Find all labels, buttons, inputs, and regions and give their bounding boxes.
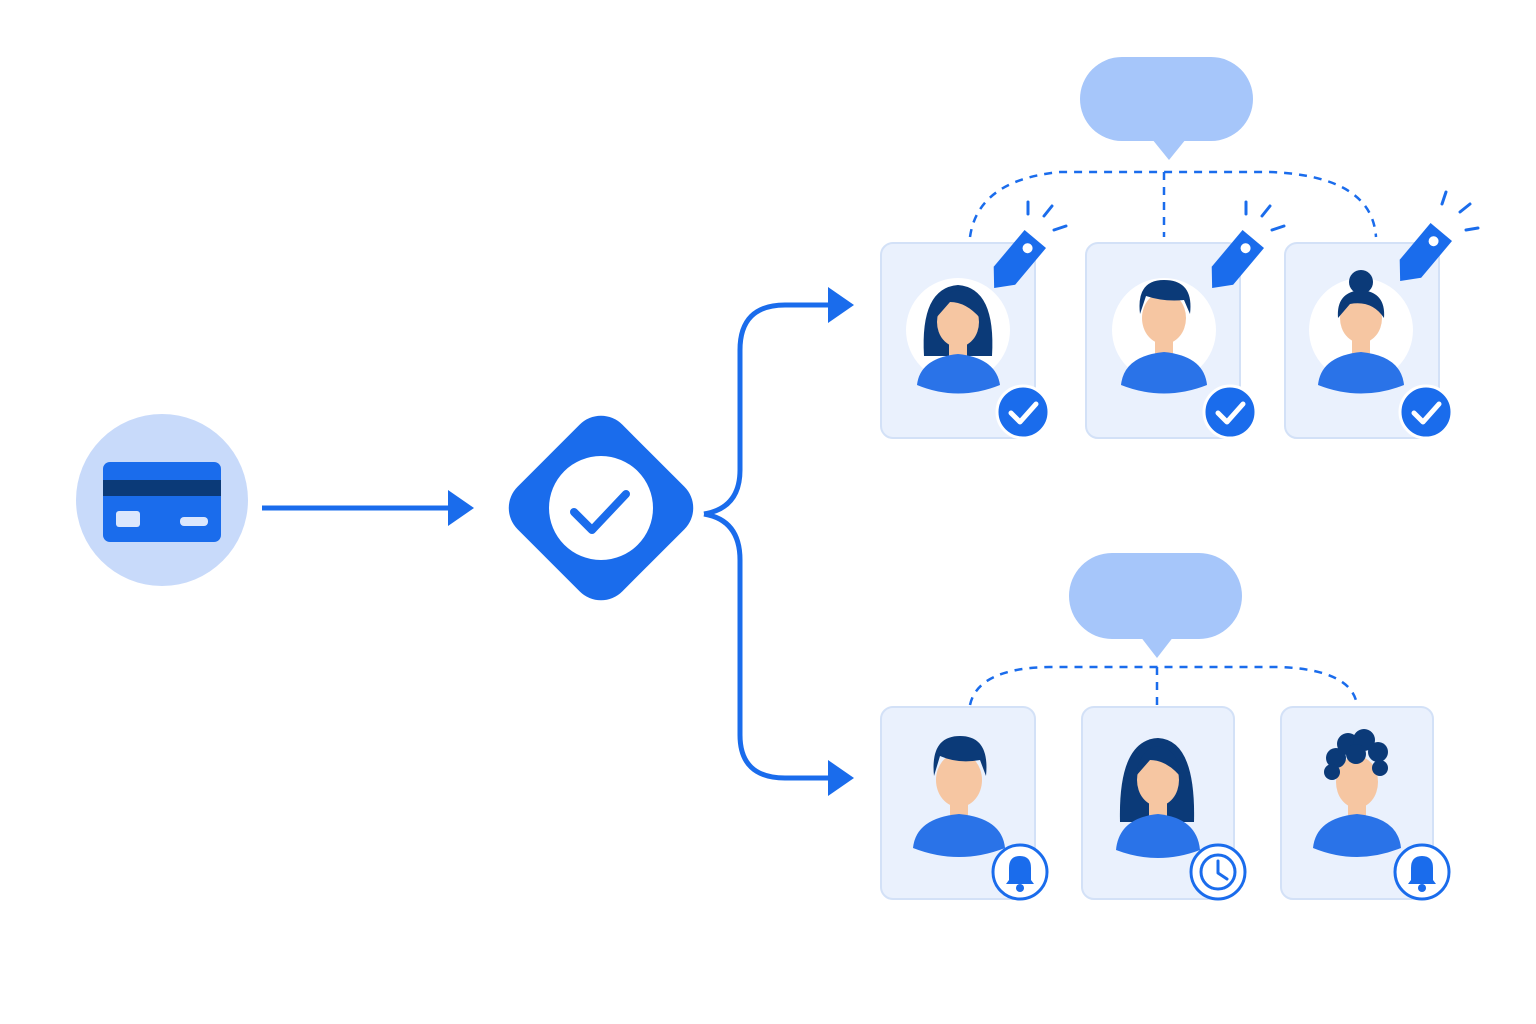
member-card [1081, 706, 1247, 901]
bell-badge [1393, 843, 1451, 901]
avatar [1112, 278, 1216, 394]
approval-decision-node [508, 415, 694, 601]
check-badge [1398, 384, 1454, 440]
bell-icon [1408, 856, 1436, 892]
member-card [880, 706, 1049, 901]
approved-group [880, 57, 1480, 440]
credit-card-node [76, 414, 248, 586]
dashed-connector [968, 170, 1378, 238]
check-icon [1008, 401, 1039, 425]
check-badge [995, 384, 1051, 440]
pending-group [880, 553, 1451, 901]
price-tag-icon [993, 200, 1068, 289]
bell-badge [991, 843, 1049, 901]
avatar [1116, 738, 1200, 858]
price-tag-icon [1211, 200, 1286, 289]
clock-badge [1189, 843, 1247, 901]
clock-icon [1199, 853, 1237, 891]
member-card [880, 200, 1068, 440]
check-badge [1202, 384, 1258, 440]
member-card [1280, 706, 1451, 901]
branch-to-approved [703, 287, 854, 517]
avatar [1313, 729, 1401, 857]
credit-card-icon [103, 462, 221, 542]
avatar [1309, 270, 1413, 394]
speech-bubble [1069, 553, 1242, 658]
check-icon [570, 490, 630, 534]
avatar [913, 736, 1005, 857]
dashed-connector [968, 665, 1359, 706]
arrow-to-decision [262, 490, 474, 526]
avatar [906, 278, 1010, 394]
member-card [1284, 190, 1480, 440]
bell-icon [1006, 856, 1034, 892]
check-icon [1215, 401, 1246, 425]
price-tag-icon [1399, 190, 1480, 282]
speech-bubble [1080, 57, 1253, 160]
branch-to-pending [703, 511, 854, 796]
check-icon [1411, 401, 1442, 425]
member-card [1085, 200, 1286, 440]
